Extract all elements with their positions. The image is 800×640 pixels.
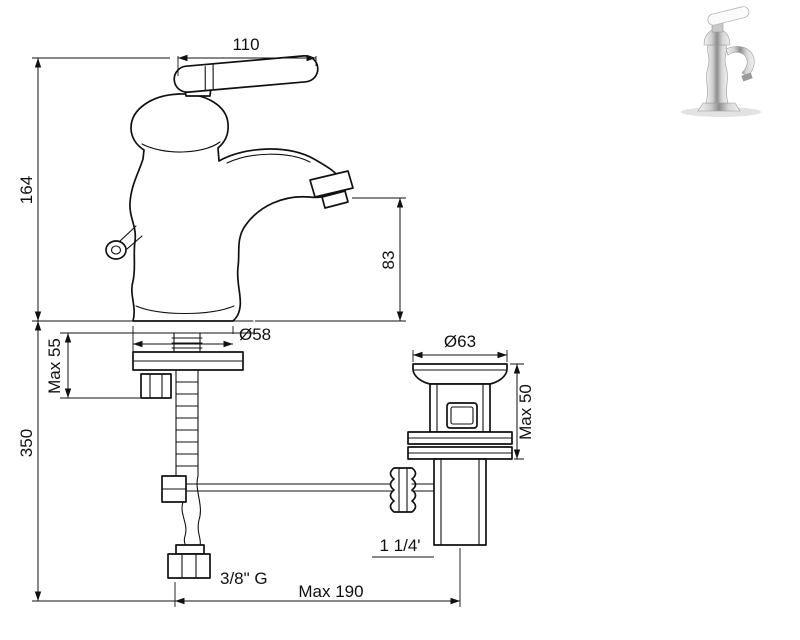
- handle-lever: [173, 55, 319, 93]
- spout-inner-line: [226, 153, 311, 164]
- overflow-hole-inner: [450, 406, 474, 425]
- dim-label-max190: Max 190: [298, 582, 363, 601]
- dimension-waste-diameter: Ø63: [412, 332, 508, 362]
- popup-knob: [105, 240, 127, 260]
- dim-label-83: 83: [379, 251, 398, 270]
- dim-label-o58: Ø58: [239, 325, 271, 344]
- mounting-nut: [140, 373, 172, 399]
- ext-lines: [412, 350, 508, 362]
- ext-lines: [32, 57, 170, 322]
- dimension-supply-thread: 3/8" G: [220, 569, 268, 588]
- dim-label-110: 110: [232, 35, 259, 54]
- photo-faucet-aerator: [741, 72, 753, 82]
- dome-ring-line: [141, 141, 221, 153]
- popup-knob-stem: [118, 225, 143, 250]
- deck-lines: [115, 320, 254, 334]
- faucet-body: [129, 93, 342, 322]
- ext-lines: [60, 332, 140, 399]
- dim-label-max55: Max 55: [45, 338, 64, 394]
- hose-nut-collar: [175, 544, 205, 555]
- dim-label-350: 350: [17, 429, 36, 457]
- photo-faucet-base: [697, 102, 741, 112]
- tailpiece: [433, 458, 487, 546]
- dim-label-1-1-4: 1 1/4': [379, 536, 420, 555]
- dimension-below-deck-length: 350: [17, 321, 175, 602]
- dimension-max-deck: Max 55: [45, 332, 140, 399]
- photo-handle-lever: [707, 6, 750, 26]
- aerator: [309, 170, 354, 198]
- faucet-object: [105, 55, 393, 579]
- dimension-max-projection: Max 190: [174, 548, 461, 607]
- product-photo: [681, 6, 761, 117]
- rod-adjuster: [389, 467, 417, 513]
- overflow-hole: [446, 402, 478, 429]
- base-flare-line: [135, 305, 235, 314]
- dimension-waste-height: Max 50: [510, 363, 535, 460]
- dim-label-3-8-g: 3/8" G: [220, 569, 268, 588]
- dimension-total-height: 164: [17, 57, 170, 322]
- ext-lines: [132, 326, 234, 352]
- mounting-nut-facets: [149, 373, 163, 399]
- rod-stub: [411, 483, 435, 492]
- handle-lever-ferrule: [204, 64, 214, 92]
- tailpiece-walls: [440, 458, 480, 546]
- dimension-base-diameter: Ø58: [132, 325, 271, 352]
- dimension-handle-length: 110: [177, 35, 317, 76]
- threaded-shank-lower: [175, 369, 199, 477]
- hose-nut: [167, 553, 211, 579]
- photo-faucet-body: [705, 44, 729, 104]
- dim-label-164: 164: [17, 176, 36, 204]
- threaded-shank-upper: [171, 332, 203, 353]
- hose-nut-facets: [181, 553, 197, 579]
- popup-knob-inner: [110, 245, 122, 255]
- dimension-spout-height: 83: [255, 197, 406, 322]
- waste-object: [389, 363, 513, 546]
- dim-label-o63: Ø63: [444, 332, 476, 351]
- waste-body-walls: [436, 383, 484, 433]
- waste-flange: [412, 363, 508, 385]
- rod-adjuster-lines: [398, 467, 408, 513]
- dim-label-max50: Max 50: [516, 384, 535, 440]
- dimension-waste-thread: 1 1/4': [372, 536, 434, 558]
- popup-rod: [185, 483, 393, 492]
- photo-faucet-spout: [725, 46, 755, 77]
- aerator-outlet: [321, 190, 349, 209]
